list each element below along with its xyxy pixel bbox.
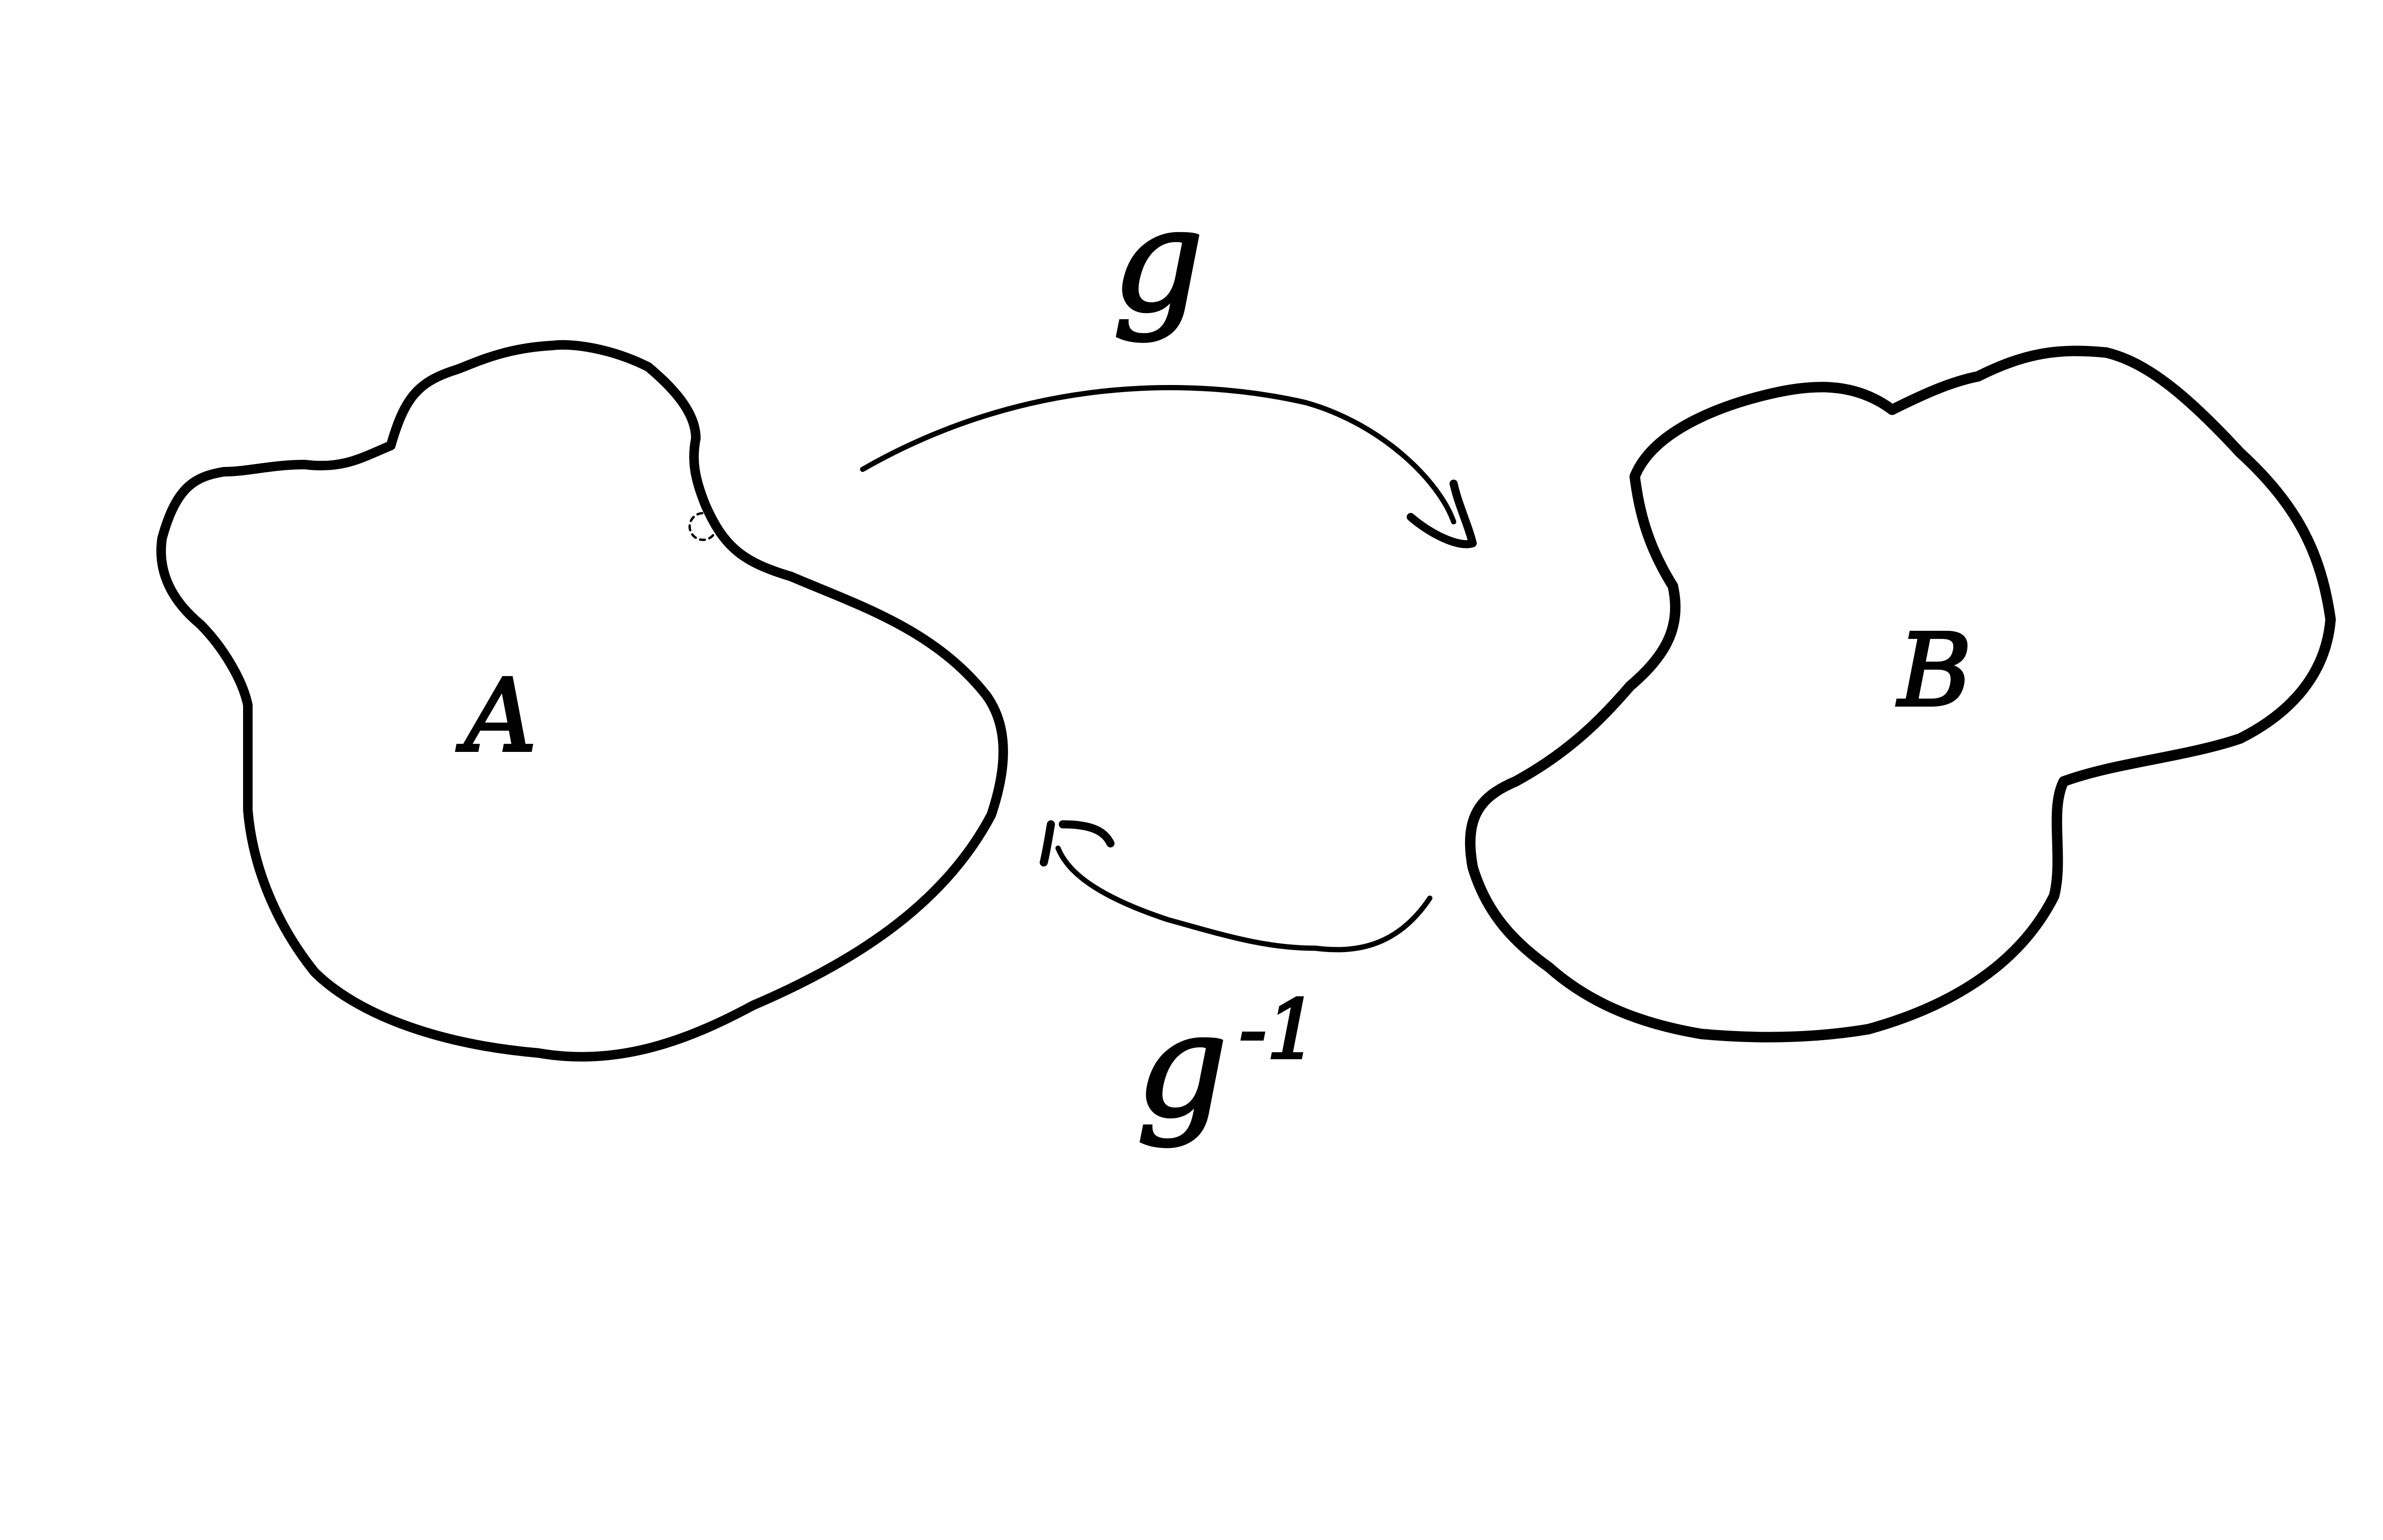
inverse-arrow-head [1039, 820, 1115, 867]
forward-arrow-shaft [860, 385, 1456, 525]
set-b-blob [1465, 345, 2336, 1043]
inverse-map-superscript: -1 [1239, 983, 1318, 1077]
inverse-map-label: g [1136, 983, 1228, 1149]
dotted-point-mark [688, 512, 718, 541]
forward-arrow-head [1406, 479, 1477, 548]
inverse-arrow-shaft [1055, 845, 1433, 952]
set-a-label: A [457, 658, 537, 774]
set-a-blob [156, 340, 1008, 1062]
set-b-label: B [1896, 612, 1972, 729]
forward-map-label: g [1112, 177, 1204, 344]
